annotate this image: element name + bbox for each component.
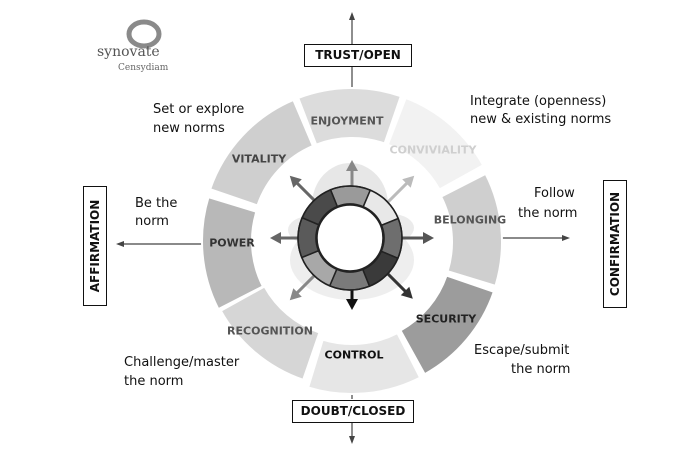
axis-arrow-right bbox=[562, 235, 570, 241]
ring-segment-belonging bbox=[439, 172, 503, 288]
segment-label-vitality: VITALITY bbox=[231, 152, 287, 166]
direction-arrowhead bbox=[400, 286, 413, 299]
annotation-escape-line1: Escape/submit bbox=[474, 343, 570, 358]
annotation-be-norm-line2: norm bbox=[135, 214, 169, 229]
inner-wheel-hub bbox=[316, 204, 384, 272]
annotation-integrate-line2: new & existing norms bbox=[470, 112, 612, 127]
ring-segment-recognition bbox=[219, 285, 321, 382]
axis-arrow-bottom bbox=[349, 436, 355, 444]
annotation-follow-norm-line1: Follow bbox=[534, 186, 575, 201]
ring-segment-enjoyment bbox=[296, 87, 403, 146]
ring-segment-conviviality bbox=[386, 96, 485, 191]
direction-arrowhead bbox=[289, 175, 302, 188]
direction-arrowhead bbox=[346, 299, 358, 310]
axis-label-confirmation: CONFIRMATION bbox=[603, 180, 627, 308]
axis-label-affirmation-text: AFFIRMATION bbox=[88, 199, 102, 293]
direction-arrowhead bbox=[346, 160, 358, 171]
direction-arrowhead bbox=[423, 232, 434, 244]
annotation-challenge-line1: Challenge/master bbox=[124, 355, 240, 370]
logo-swirl-icon bbox=[126, 19, 162, 49]
inner-wheel-rim bbox=[297, 185, 403, 291]
ring-segment-control bbox=[306, 331, 422, 395]
annotation-challenge-line2: the norm bbox=[124, 374, 184, 389]
axis-label-trust-open: TRUST/OPEN bbox=[304, 44, 412, 67]
segment-label-recognition: RECOGNITION bbox=[227, 324, 313, 338]
outer-ring bbox=[201, 87, 503, 395]
inner-wheel bbox=[297, 185, 403, 291]
direction-arrowhead bbox=[289, 288, 302, 301]
axis-label-confirmation-text: CONFIRMATION bbox=[608, 191, 622, 297]
annotation-be-norm-line1: Be the bbox=[135, 196, 178, 211]
ring-segment-security bbox=[399, 274, 496, 376]
annotation-follow-norm-line2: the norm bbox=[518, 206, 578, 221]
segment-label-conviviality: CONVIVIALITY bbox=[389, 143, 477, 157]
annotation-integrate-line1: Integrate (openness) bbox=[470, 94, 607, 109]
segment-label-control: CONTROL bbox=[324, 348, 384, 362]
ring-segment-vitality bbox=[208, 98, 315, 207]
axis-arrow-left bbox=[116, 241, 124, 247]
segment-label-belonging: BELONGING bbox=[433, 213, 507, 227]
annotation-set-explore-line2: new norms bbox=[153, 121, 225, 136]
annotation-escape-line2: the norm bbox=[511, 362, 571, 377]
annotation-set-explore-line1: Set or explore bbox=[153, 102, 245, 117]
segment-label-security: SECURITY bbox=[415, 312, 477, 326]
ring-segment-power bbox=[201, 195, 265, 311]
segment-label-enjoyment: ENJOYMENT bbox=[310, 114, 384, 128]
direction-arrowhead bbox=[402, 175, 415, 188]
direction-arrowhead bbox=[270, 232, 281, 244]
segment-label-power: POWER bbox=[209, 236, 255, 250]
logo-name: synovate bbox=[97, 44, 160, 60]
logo-subtitle: Censydiam bbox=[118, 63, 169, 73]
axis-arrow-top bbox=[349, 12, 355, 20]
axis-label-affirmation: AFFIRMATION bbox=[83, 186, 107, 306]
axis-label-doubt-closed: DOUBT/CLOSED bbox=[292, 400, 414, 423]
